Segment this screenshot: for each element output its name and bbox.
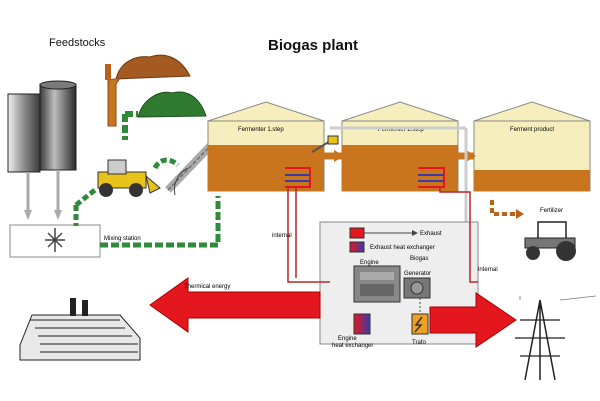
fermenter-1 <box>207 101 325 192</box>
thermal-energy-label: Thermical energy <box>184 284 230 290</box>
brown-feedstock-pile <box>105 54 191 127</box>
exhaust-label: Exhaust <box>420 231 442 237</box>
engine-block <box>353 265 401 303</box>
green-feedstock-pile <box>122 91 207 140</box>
engine-label: Engine <box>360 260 379 266</box>
generator-block <box>403 277 431 299</box>
generator-label: Generator <box>404 271 431 277</box>
fertilizer-label: Fertilizer <box>540 208 563 214</box>
fermenter-1-label: Fermenter 1.step <box>238 127 284 133</box>
internal-label-left: internal <box>272 233 292 239</box>
fermenter-2 <box>341 101 459 192</box>
mixing-station <box>9 188 101 258</box>
trafo-label: Trafo <box>412 340 426 346</box>
page-title: Biogas plant <box>268 37 359 54</box>
tractor <box>524 221 576 261</box>
ferment-product-tank <box>473 101 591 192</box>
silos <box>7 80 77 220</box>
mixing-station-label: Mixing station <box>104 236 141 242</box>
exhaust-heat-exchanger-icon <box>349 241 365 253</box>
trafo-block <box>411 313 429 335</box>
engine-heat-exchanger-icon <box>353 313 371 335</box>
feed-conveyor <box>152 137 219 196</box>
feedstocks-label: Feedstocks <box>49 37 106 49</box>
wheel-loader <box>97 159 161 197</box>
engine-hx-label-2: heat exchanger <box>332 343 373 349</box>
fermenter-2-label: Fermenter 2.step <box>378 127 424 133</box>
factory-icon <box>19 298 141 361</box>
biogas-label: Biogas <box>410 256 428 262</box>
internal-label-right: internal <box>478 267 498 273</box>
power-pylon-icon <box>515 295 597 381</box>
ferment-product-label: Ferment product <box>510 127 554 133</box>
engine-hx-label-1: Engine <box>338 336 357 342</box>
electricity-arrow <box>429 292 517 348</box>
exhaust-hx-label: Exhaust heat exchanger <box>370 245 435 251</box>
thermal-energy-arrow <box>149 277 321 333</box>
exhaust-heat-exchanger-block <box>349 227 365 239</box>
